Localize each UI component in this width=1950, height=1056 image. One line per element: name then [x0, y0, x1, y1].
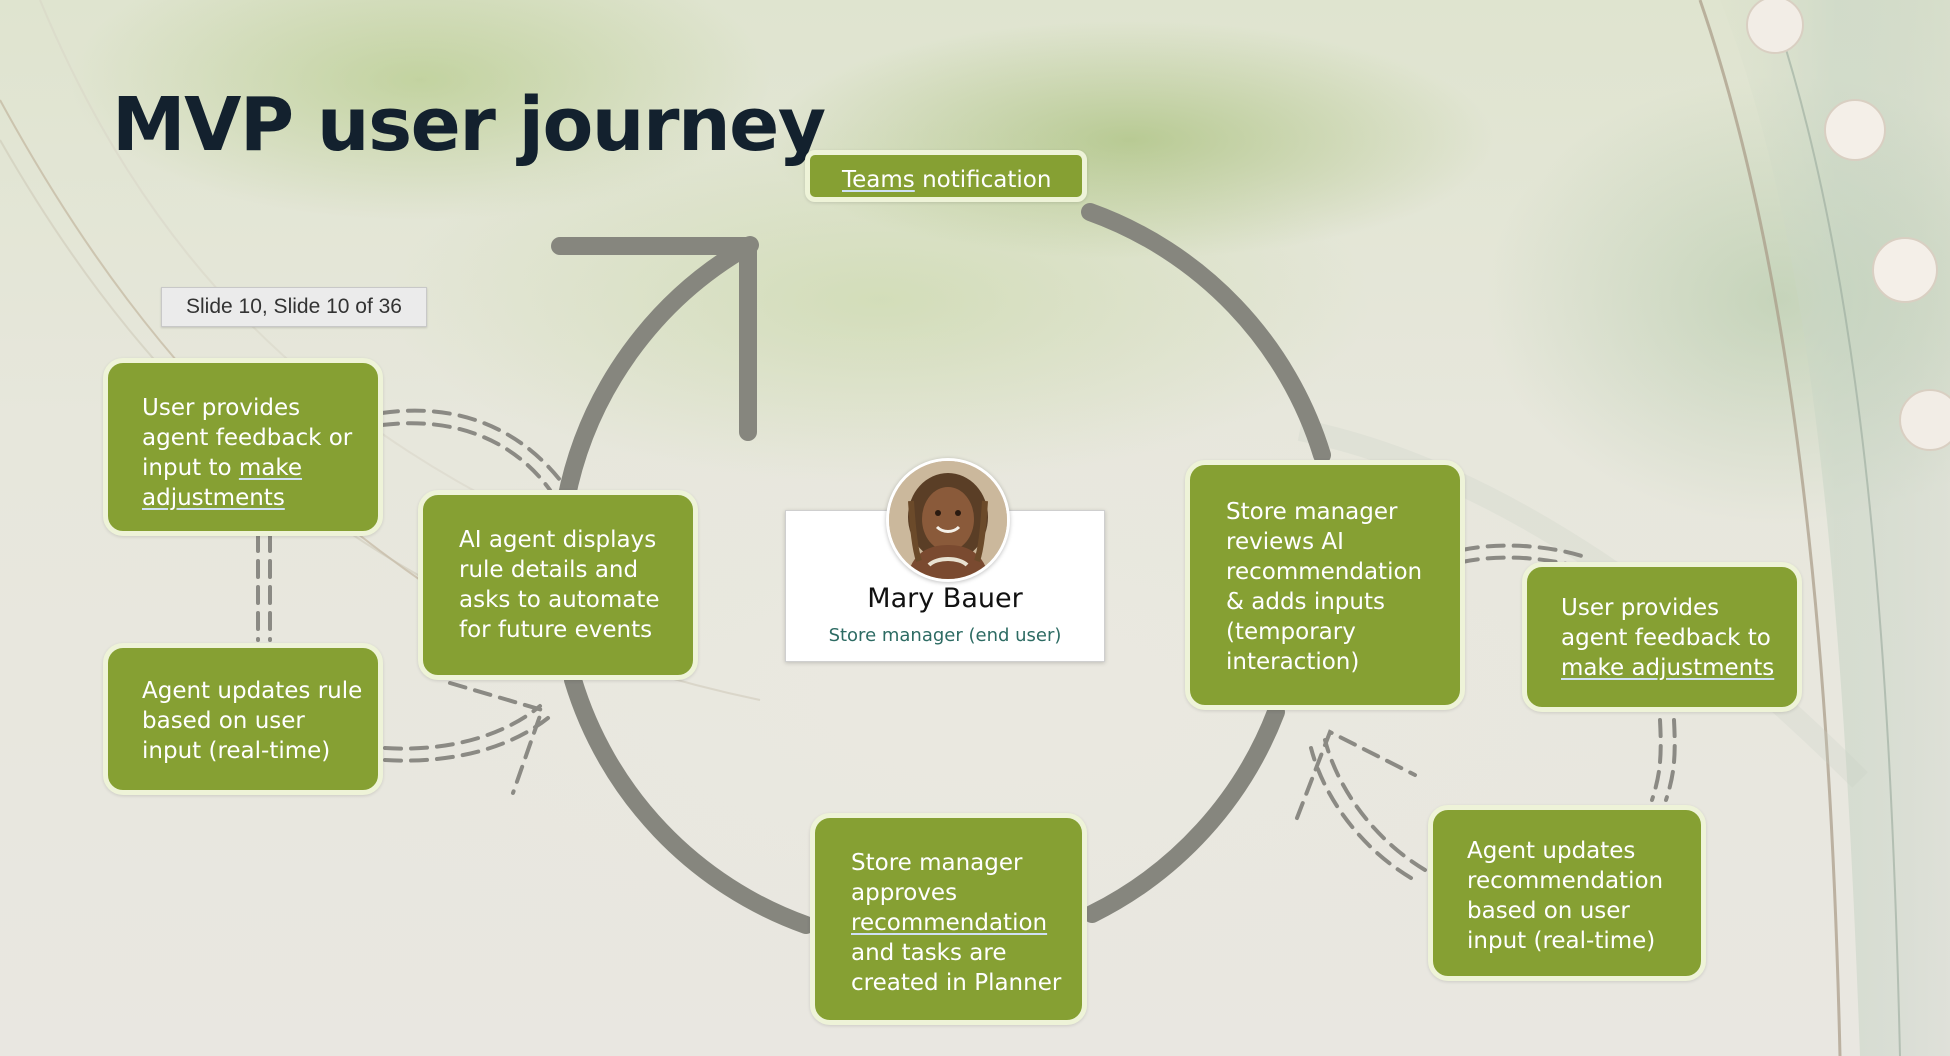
- avatar: [886, 458, 1010, 582]
- ai-agent-displays-text: AI agent displays rule details and asks …: [459, 527, 660, 643]
- approves-line2: approves: [851, 880, 958, 906]
- slide-tooltip: Slide 10, Slide 10 of 36: [161, 287, 427, 327]
- approves-line1: Store manager: [851, 850, 1023, 876]
- step-store-manager-reviews-text: Store manager reviews AI recommendation …: [1226, 499, 1423, 675]
- teams-notification-text: notification: [914, 167, 1052, 193]
- teams-link[interactable]: Teams: [842, 167, 915, 193]
- profile-name: Mary Bauer: [867, 583, 1023, 614]
- step-agent-updates-recommendation[interactable]: Agent updates recommendation based on us…: [1428, 805, 1706, 981]
- agent-updates-recommendation-text: Agent updates recommendation based on us…: [1467, 838, 1664, 954]
- step-agent-updates-rule[interactable]: Agent updates rule based on user input (…: [103, 643, 383, 795]
- person-avatar-icon: [889, 461, 1007, 579]
- recommendation-link[interactable]: recommendation: [851, 910, 1048, 936]
- step-ai-agent-displays[interactable]: AI agent displays rule details and asks …: [418, 490, 698, 680]
- agent-updates-rule-text: Agent updates rule based on user input (…: [142, 678, 363, 764]
- profile-card: Mary Bauer Store manager (end user): [785, 510, 1105, 662]
- step-store-manager-reviews[interactable]: Store manager reviews AI recommendation …: [1185, 460, 1465, 710]
- user-feedback-left-line3: input to: [142, 455, 239, 481]
- adjustments-link-left[interactable]: adjustments: [142, 485, 285, 511]
- step-teams-notification[interactable]: Teams notification: [805, 150, 1087, 202]
- step-user-feedback-left[interactable]: User provides agent feedback or input to…: [103, 358, 383, 536]
- user-feedback-left-line2: agent feedback or: [142, 425, 353, 451]
- make-link-left[interactable]: make: [238, 455, 303, 481]
- approves-line4: created in Planner: [851, 970, 1062, 996]
- make-adjustments-link-right[interactable]: make adjustments: [1561, 655, 1775, 681]
- slide-title: MVP user journey: [112, 82, 826, 168]
- profile-role: Store manager (end user): [828, 625, 1062, 646]
- cycle-arrow-icon: [551, 203, 1331, 934]
- user-feedback-right-line1: User provides: [1561, 595, 1720, 621]
- user-feedback-right-line2: agent feedback to: [1561, 625, 1771, 651]
- step-store-manager-approves[interactable]: Store manager approves recommendation an…: [810, 813, 1087, 1025]
- user-feedback-left-line1: User provides: [142, 395, 301, 421]
- step-user-feedback-right[interactable]: User provides agent feedback to make adj…: [1522, 562, 1802, 712]
- approves-line3: and tasks are: [851, 940, 1007, 966]
